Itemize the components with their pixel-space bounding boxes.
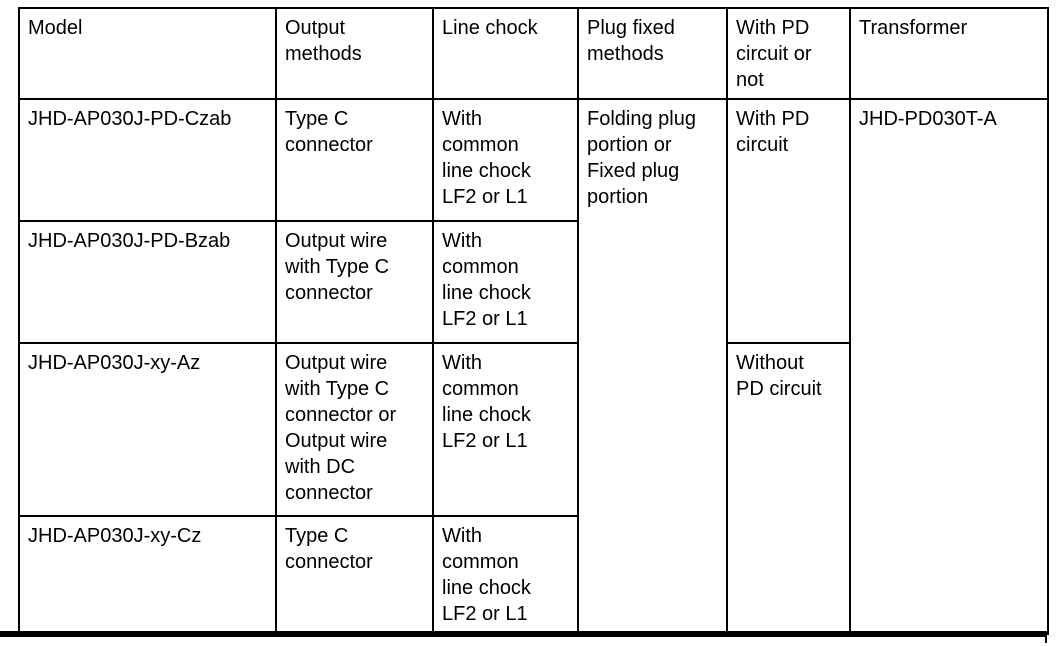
cell-output-methods-3: Output wire with Type C connector or Out… <box>275 342 434 517</box>
cell-line-chock-2: With common line chock LF2 or L1 <box>432 220 579 344</box>
cell-transformer: JHD-PD030T-A <box>849 98 1049 635</box>
cell-output-methods-2: Output wire with Type C connector <box>275 220 434 344</box>
header-transformer: Transformer <box>849 7 1049 100</box>
header-model: Model <box>18 7 277 100</box>
header-plug-fixed-methods: Plug fixed methods <box>577 7 728 100</box>
spec-table: Model Output methods Line chock Plug fix… <box>18 7 1049 635</box>
cell-model-1: JHD-AP030J-PD-Czab <box>18 98 277 222</box>
table-row: JHD-AP030J-PD-Bzab Output wire with Type… <box>18 220 1048 344</box>
cell-output-methods-1: Type C connector <box>275 98 434 222</box>
header-row: Model Output methods Line chock Plug fix… <box>18 7 1049 100</box>
page-bottom-rule <box>0 631 1047 637</box>
cell-model-4: JHD-AP030J-xy-Cz <box>18 515 277 635</box>
header-output-methods: Output methods <box>275 7 434 100</box>
table-row: JHD-AP030J-xy-Cz Type C connector With c… <box>18 515 1048 635</box>
cell-line-chock-3: With common line chock LF2 or L1 <box>432 342 579 517</box>
cell-plug-fixed-methods: Folding plug portion or Fixed plug porti… <box>577 98 728 635</box>
header-pd-circuit: With PD circuit or not <box>726 7 851 100</box>
cell-line-chock-1: With common line chock LF2 or L1 <box>432 98 579 222</box>
header-line-chock: Line chock <box>432 7 579 100</box>
page-bottom-rule-right-stub <box>1045 631 1047 643</box>
cell-without-pd-circuit: Without PD circuit <box>726 342 851 635</box>
cell-model-2: JHD-AP030J-PD-Bzab <box>18 220 277 344</box>
cell-output-methods-4: Type C connector <box>275 515 434 635</box>
table-row: JHD-AP030J-PD-Czab Type C connector With… <box>18 98 1049 635</box>
cell-with-pd-circuit: With PD circuit <box>726 98 851 344</box>
cell-line-chock-4: With common line chock LF2 or L1 <box>432 515 579 635</box>
cell-model-3: JHD-AP030J-xy-Az <box>18 342 277 517</box>
